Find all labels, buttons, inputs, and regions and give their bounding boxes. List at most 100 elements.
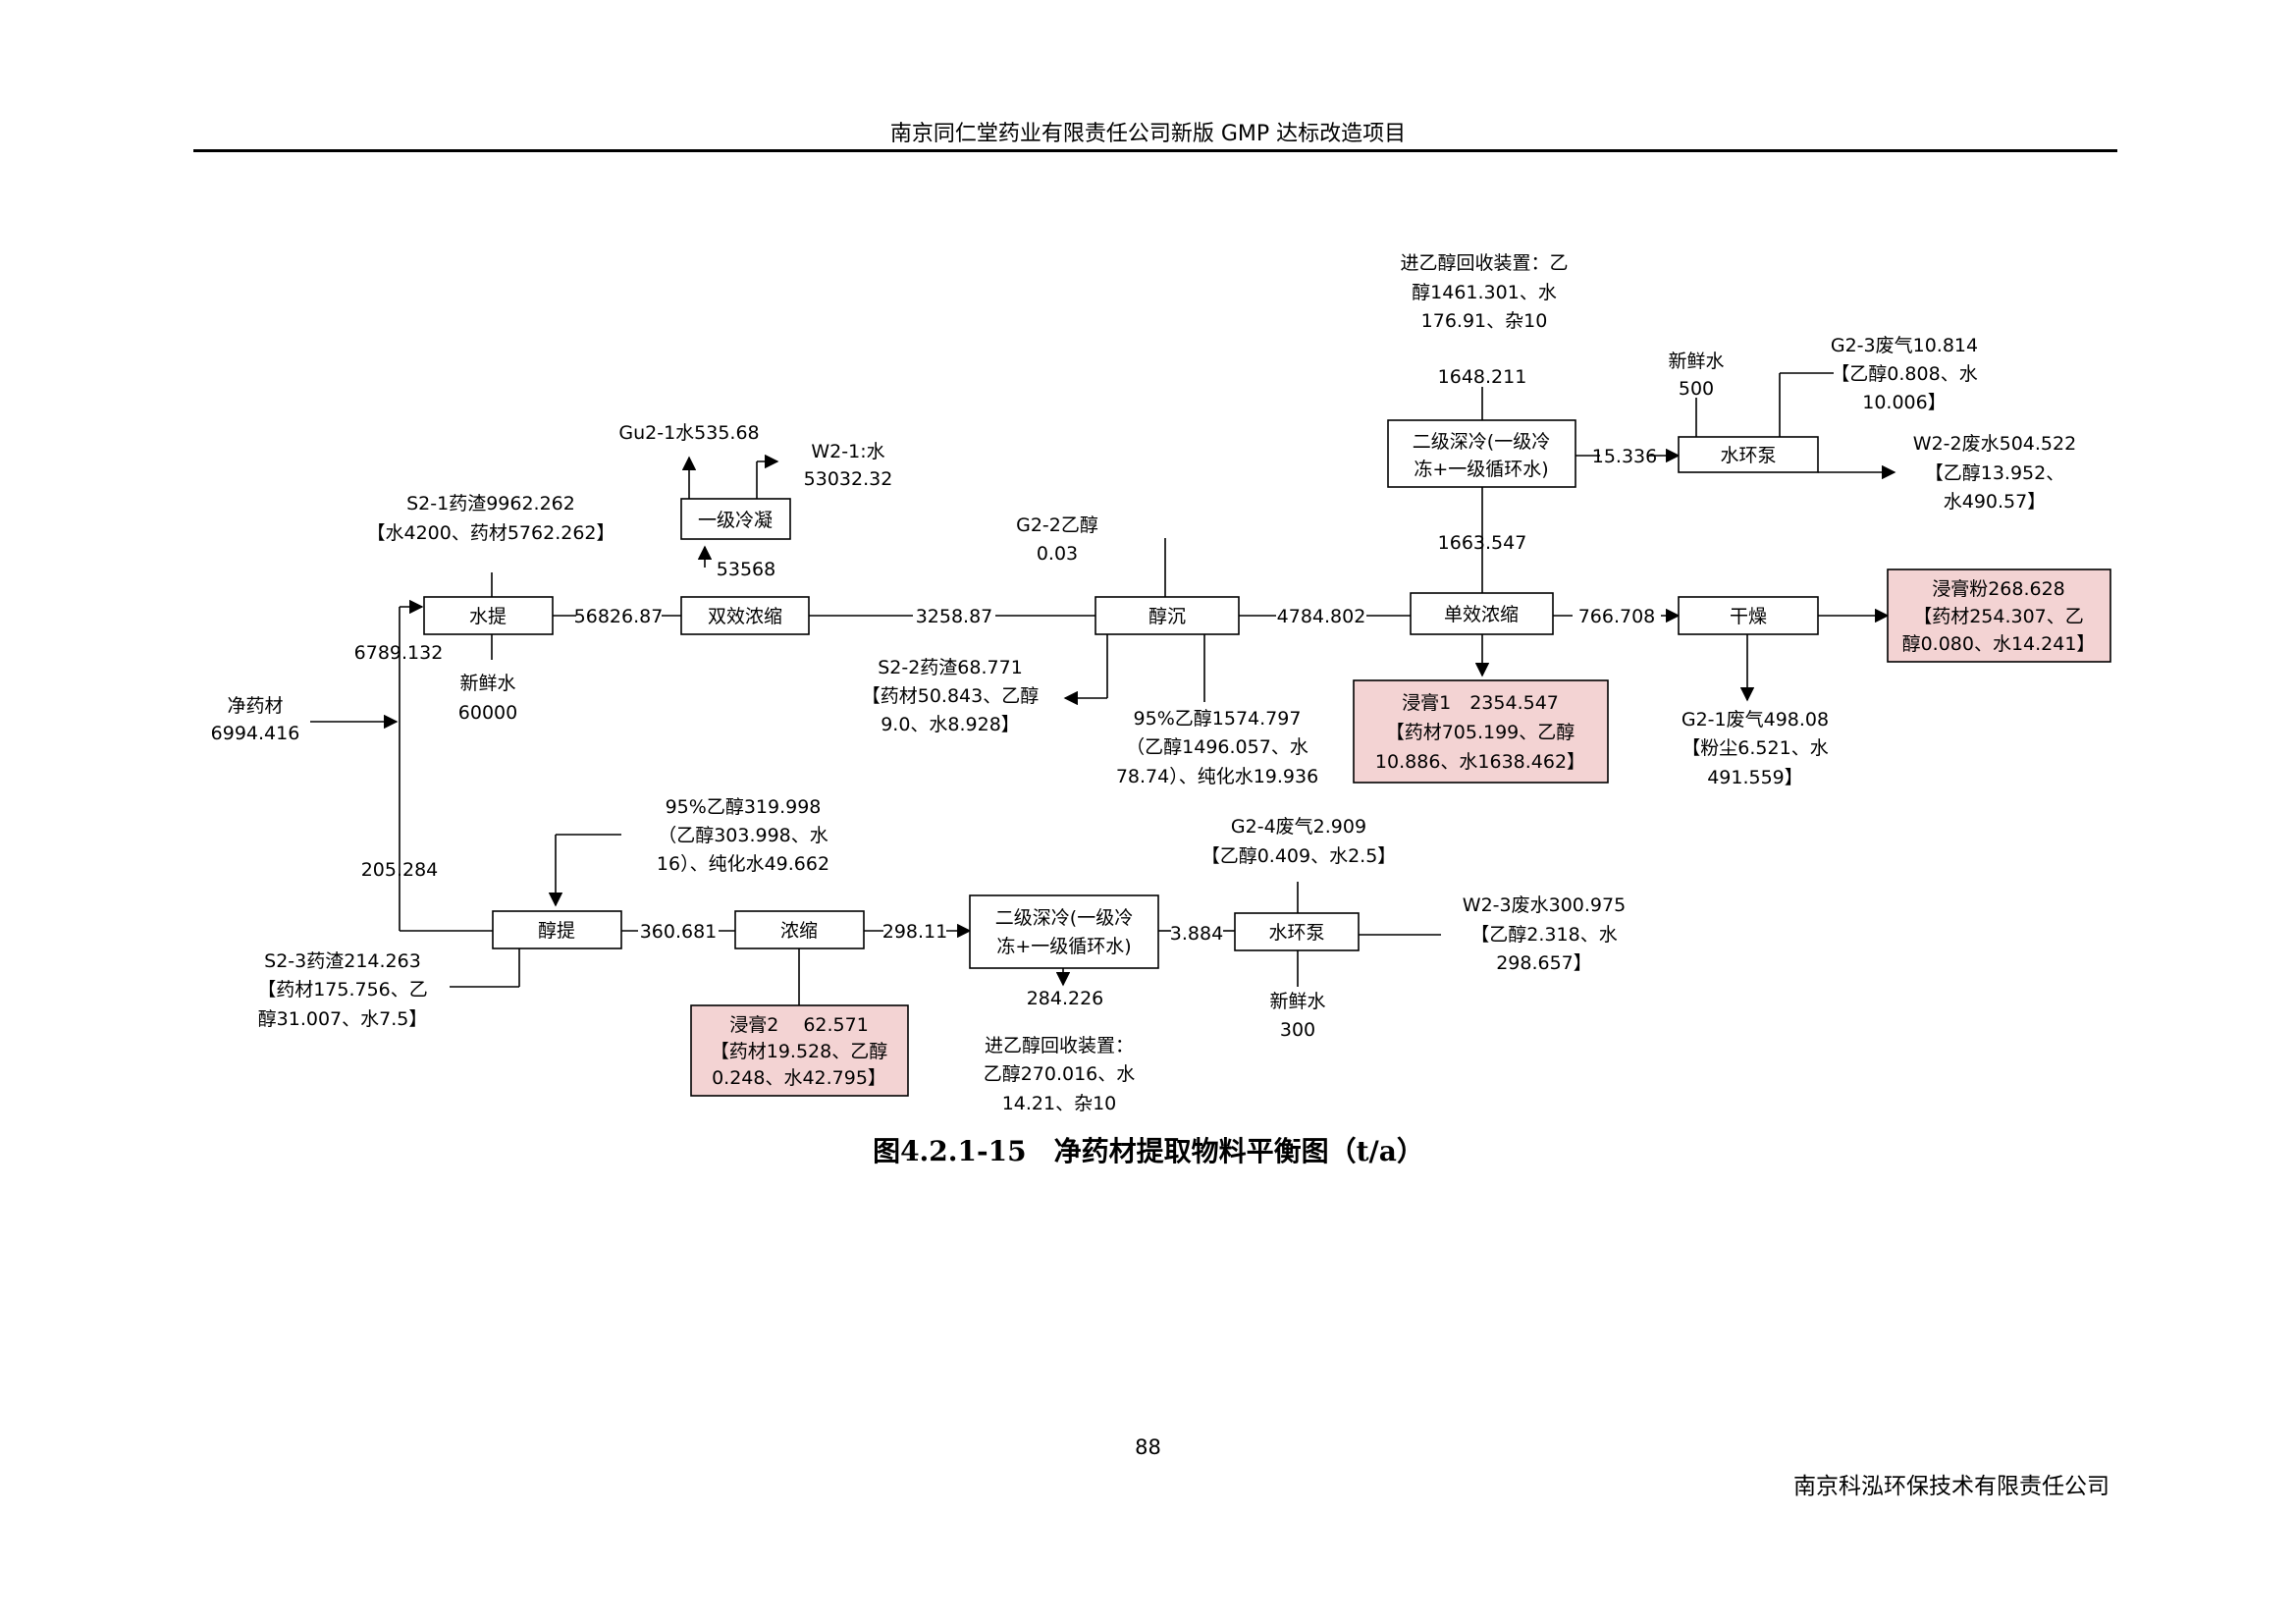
- svg-text:进乙醇回收装置：: 进乙醇回收装置：: [985, 1035, 1134, 1056]
- svg-text:G2-1废气498.08: G2-1废气498.08: [1682, 709, 1829, 731]
- svg-text:0.248、水42.795】: 0.248、水42.795】: [712, 1067, 886, 1089]
- label-w2-2: W2-2废水504.522 【乙醇13.952、 水490.57】: [1913, 433, 2076, 513]
- svg-text:浸膏2 62.571: 浸膏2 62.571: [729, 1013, 869, 1036]
- svg-text:干燥: 干燥: [1730, 606, 1767, 627]
- node-nongsuo: 浓缩: [734, 910, 865, 949]
- label-56826: 56826.87: [574, 606, 664, 627]
- svg-text:净药材: 净药材: [227, 695, 283, 717]
- label-g2-2: G2-2乙醇 0.03: [1016, 514, 1098, 565]
- node-shuangxiao: 双效浓缩: [680, 596, 810, 635]
- label-s2-1: S2-1药渣9962.262 【水4200、药材5762.262】: [366, 493, 614, 544]
- svg-text:【药材19.528、乙醇: 【药材19.528、乙醇: [711, 1041, 887, 1062]
- svg-text:78.74）、纯化水19.936: 78.74）、纯化水19.936: [1116, 766, 1318, 787]
- node-shuihuanbeng2: 水环泵: [1234, 912, 1360, 951]
- svg-text:醇31.007、水7.5】: 醇31.007、水7.5】: [258, 1008, 428, 1030]
- label-freshwater-1: 新鲜水 60000: [458, 673, 517, 724]
- svg-text:【乙醇0.409、水2.5】: 【乙醇0.409、水2.5】: [1201, 845, 1397, 867]
- product-jingao2: 浸膏2 62.571 【药材19.528、乙醇 0.248、水42.795】: [690, 1004, 909, 1097]
- svg-text:16）、纯化水49.662: 16）、纯化水49.662: [657, 853, 829, 875]
- svg-text:单效浓缩: 单效浓缩: [1444, 604, 1519, 625]
- label-205: 205.284: [361, 859, 439, 881]
- label-g2-3: G2-3废气10.814 【乙醇0.808、水 10.006】: [1831, 335, 1978, 413]
- svg-text:6994.416: 6994.416: [211, 723, 300, 744]
- label-1648: 1648.211: [1438, 366, 1527, 388]
- svg-text:G2-2乙醇: G2-2乙醇: [1016, 514, 1098, 536]
- node-danxiao: 单效浓缩: [1410, 592, 1554, 635]
- node-yijilengning: 一级冷凝: [680, 498, 791, 540]
- svg-text:水环泵: 水环泵: [1268, 922, 1324, 944]
- label-3884: 3.884: [1170, 923, 1223, 945]
- header-rule: [193, 149, 2117, 152]
- label-g2-1: G2-1废气498.08 【粉尘6.521、水 491.559】: [1682, 709, 1829, 788]
- svg-text:W2-1:水: W2-1:水: [811, 441, 884, 462]
- svg-text:298.657】: 298.657】: [1496, 952, 1592, 974]
- svg-text:二级深冷(一级冷: 二级深冷(一级冷: [1413, 431, 1550, 453]
- svg-text:水490.57】: 水490.57】: [1944, 491, 2046, 513]
- svg-text:【药材705.199、乙醇: 【药材705.199、乙醇: [1386, 722, 1575, 743]
- svg-text:95%乙醇319.998: 95%乙醇319.998: [666, 796, 822, 818]
- svg-text:300: 300: [1280, 1019, 1315, 1041]
- svg-text:（乙醇303.998、水: （乙醇303.998、水: [658, 825, 828, 846]
- label-jingyaocai: 净药材 6994.416: [211, 695, 300, 744]
- page-number: 88: [1135, 1435, 1161, 1459]
- svg-text:【药材175.756、乙: 【药材175.756、乙: [257, 979, 428, 1001]
- node-shuihuanbeng1: 水环泵: [1678, 436, 1819, 473]
- product-jingaofen: 浸膏粉268.628 【药材254.307、乙 醇0.080、水14.241】: [1887, 568, 2111, 663]
- label-15336: 15.336: [1592, 446, 1657, 467]
- svg-text:醇沉: 醇沉: [1148, 606, 1186, 627]
- node-shenleng2: 二级深冷(一级冷 冻+一级循环水): [969, 894, 1159, 969]
- label-recover-2: 进乙醇回收装置： 乙醇270.016、水 14.21、杂10: [984, 1035, 1136, 1114]
- svg-text:进乙醇回收装置：乙: 进乙醇回收装置：乙: [1400, 252, 1568, 274]
- svg-text:500: 500: [1679, 378, 1714, 400]
- label-284: 284.226: [1027, 988, 1104, 1009]
- svg-text:S2-1药渣9962.262: S2-1药渣9962.262: [406, 493, 575, 514]
- svg-text:醇提: 醇提: [538, 920, 575, 942]
- label-w2-1: W2-1:水 53032.32: [804, 441, 893, 490]
- svg-text:G2-3废气10.814: G2-3废气10.814: [1831, 335, 1978, 356]
- svg-text:（乙醇1496.057、水: （乙醇1496.057、水: [1126, 736, 1308, 758]
- label-3258: 3258.87: [916, 606, 993, 627]
- svg-text:冻+一级循环水): 冻+一级循环水): [1414, 459, 1548, 480]
- label-g2-4: G2-4废气2.909 【乙醇0.409、水2.5】: [1201, 816, 1397, 867]
- label-gu2-1: Gu2-1水535.68: [618, 422, 759, 444]
- label-recover-1: 进乙醇回收装置：乙 醇1461.301、水 176.91、杂10: [1400, 252, 1568, 332]
- svg-text:【乙醇2.318、水: 【乙醇2.318、水: [1470, 924, 1617, 946]
- svg-text:9.0、水8.928】: 9.0、水8.928】: [881, 714, 1020, 735]
- figure-caption: 图4.2.1-15 净药材提取物料平衡图（t/a）: [873, 1135, 1424, 1167]
- label-s2-2: S2-2药渣68.771 【药材50.843、乙醇 9.0、水8.928】: [862, 657, 1039, 735]
- svg-text:【水4200、药材5762.262】: 【水4200、药材5762.262】: [366, 522, 614, 544]
- svg-text:新鲜水: 新鲜水: [1668, 351, 1724, 372]
- label-6789: 6789.132: [354, 642, 444, 664]
- node-chunti: 醇提: [492, 910, 622, 949]
- label-ethanol95-2: 95%乙醇319.998 （乙醇303.998、水 16）、纯化水49.662: [657, 796, 829, 875]
- svg-text:浸膏1 2354.547: 浸膏1 2354.547: [1402, 691, 1559, 714]
- label-freshwater-3: 新鲜水 300: [1269, 991, 1325, 1041]
- product-jingao1: 浸膏1 2354.547 【药材705.199、乙醇 10.886、水1638.…: [1353, 679, 1609, 784]
- label-298: 298.11: [882, 921, 947, 943]
- svg-text:0.03: 0.03: [1037, 543, 1078, 565]
- label-360: 360.681: [640, 921, 718, 943]
- svg-text:浓缩: 浓缩: [780, 920, 818, 942]
- svg-text:【乙醇0.808、水: 【乙醇0.808、水: [1831, 363, 1977, 385]
- node-shuiti: 水提: [423, 596, 554, 635]
- node-shenleng1: 二级深冷(一级冷 冻+一级循环水): [1387, 419, 1576, 488]
- footer-company: 南京科泓环保技术有限责任公司: [1793, 1474, 2109, 1499]
- svg-text:W2-2废水504.522: W2-2废水504.522: [1913, 433, 2076, 455]
- label-1663: 1663.547: [1438, 532, 1527, 554]
- svg-text:【药材50.843、乙醇: 【药材50.843、乙醇: [862, 685, 1039, 707]
- label-ethanol95-1: 95%乙醇1574.797 （乙醇1496.057、水 78.74）、纯化水19…: [1116, 708, 1318, 787]
- svg-text:水环泵: 水环泵: [1720, 445, 1776, 466]
- svg-text:95%乙醇1574.797: 95%乙醇1574.797: [1134, 708, 1302, 730]
- svg-text:新鲜水: 新鲜水: [1269, 991, 1325, 1012]
- svg-text:浸膏粉268.628: 浸膏粉268.628: [1932, 577, 2065, 600]
- label-s2-3: S2-3药渣214.263 【药材175.756、乙 醇31.007、水7.5】: [257, 950, 428, 1030]
- svg-text:新鲜水: 新鲜水: [459, 673, 515, 694]
- svg-text:【乙醇13.952、: 【乙醇13.952、: [1925, 462, 2064, 484]
- page-header-title: 南京同仁堂药业有限责任公司新版 GMP 达标改造项目: [889, 122, 1407, 146]
- node-ganzao: 干燥: [1678, 596, 1819, 635]
- label-766: 766.708: [1578, 606, 1656, 627]
- svg-text:S2-3药渣214.263: S2-3药渣214.263: [264, 950, 421, 972]
- label-4784: 4784.802: [1277, 606, 1366, 627]
